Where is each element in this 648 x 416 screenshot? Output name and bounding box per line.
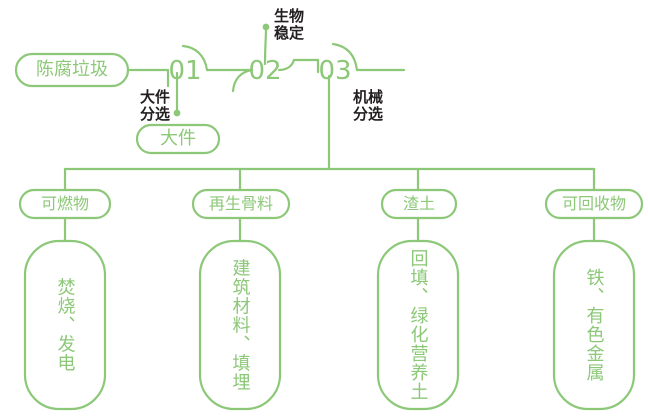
arc-01: [181, 44, 209, 72]
step-01-caption: 大件 分选: [133, 89, 177, 123]
output-pill-label-1: 可燃物: [40, 194, 90, 213]
detail-text-2: 建筑材料、填埋: [229, 258, 251, 392]
output-pill-label-3: 渣土: [402, 194, 436, 213]
byproduct-node-label: 大件: [160, 128, 196, 149]
detail-box-3: [376, 239, 460, 411]
step-02-caption: 生物 稳定: [274, 8, 318, 42]
bulky-pill-shape: [135, 123, 221, 155]
detail-box-1: [23, 239, 107, 411]
source-node-label: 陈腐垃圾: [36, 59, 108, 80]
step-number-02: 02: [248, 56, 282, 86]
step-03-caption-line-2: 分选: [353, 105, 384, 123]
arc-02-right: [277, 58, 296, 72]
step-01-caption-line-1: 大件: [139, 88, 170, 106]
step-02-caption-line-2: 稳定: [274, 24, 305, 42]
link-02-to-bio: [263, 26, 268, 66]
detail-text-3: 回填、绿化营养土: [407, 249, 429, 401]
step-number-03: 03: [318, 56, 352, 86]
output-pill-label-4: 可回收物: [561, 194, 627, 213]
step-03-caption: 机械 分选: [353, 89, 397, 123]
step-01-caption-line-2: 分选: [139, 105, 170, 123]
step-03-caption-line-1: 机械: [353, 88, 384, 106]
arc-02: [231, 68, 254, 93]
output-pill-label-2: 再生骨料: [208, 194, 274, 213]
step-number-01: 01: [168, 56, 202, 86]
detail-box-4: [552, 239, 636, 411]
detail-text-4: 铁、有色金属: [583, 268, 605, 382]
dot-bulky-branch: [173, 109, 181, 117]
arc-03: [331, 42, 359, 72]
step-02-caption-line-1: 生物: [274, 7, 305, 25]
detail-text-1: 焚烧、发电: [54, 277, 76, 373]
dot-bio-branch: [262, 23, 270, 31]
detail-box-2: [198, 239, 282, 411]
